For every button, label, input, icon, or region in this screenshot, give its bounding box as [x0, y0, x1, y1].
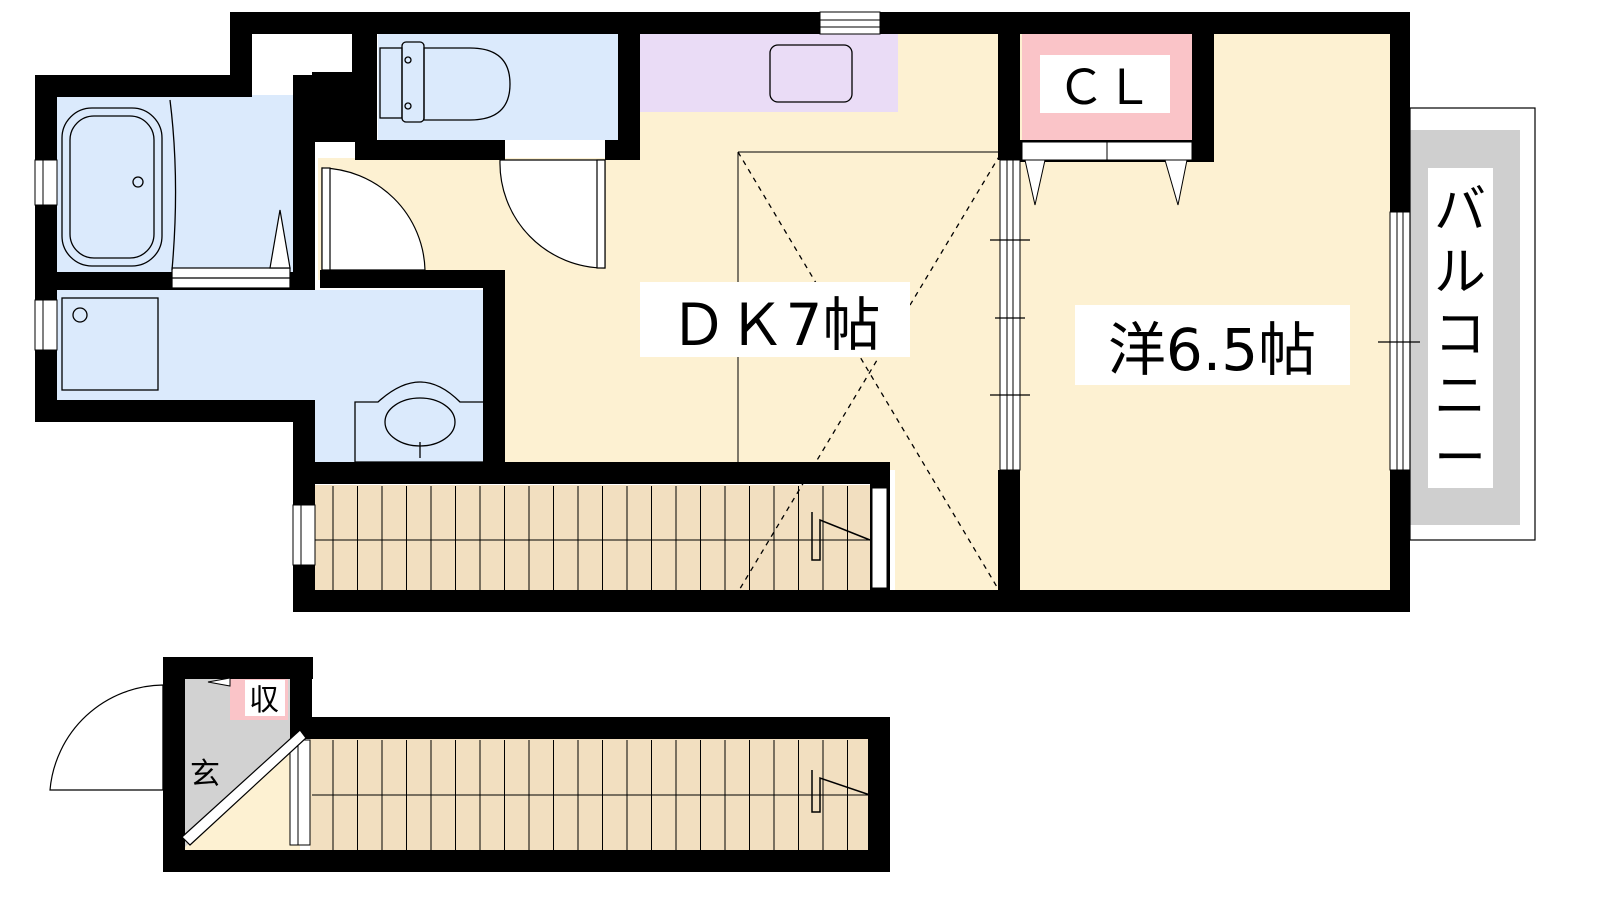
svg-text:ー: ー	[1434, 429, 1486, 489]
storage-label-bg	[245, 680, 285, 716]
western-label-bg	[1075, 305, 1350, 385]
toilet-floor	[378, 32, 628, 140]
hall-closet-void	[252, 34, 352, 72]
entrance-door-swing	[49, 684, 164, 791]
open-ceiling-diagonals	[737, 151, 1001, 593]
sink-icon	[769, 44, 853, 103]
svg-text:ル: ル	[1434, 243, 1486, 303]
kitchen-counter	[638, 32, 898, 112]
entrance-threshold	[181, 729, 307, 846]
washroom-floor-ext	[310, 400, 500, 470]
dk-label-bg	[640, 282, 910, 357]
balcony-label-bg	[1428, 168, 1493, 488]
doors	[49, 159, 606, 846]
storage-label: 収	[249, 683, 279, 718]
svg-text:コ: コ	[1434, 305, 1486, 365]
washing-machine-pan-icon	[61, 297, 159, 391]
window-ticks	[990, 239, 1420, 396]
closet-label-bg	[1040, 55, 1170, 113]
closet-doors	[1021, 141, 1193, 206]
balcony-label: バ ル コ ニ ー	[1434, 181, 1486, 489]
washbasin-icon	[354, 381, 486, 463]
dk-room-label: ＤＫ7帖	[670, 291, 881, 359]
storage-shelf-marker	[207, 677, 231, 687]
svg-text:バ: バ	[1434, 181, 1486, 241]
windows	[34, 11, 1411, 846]
balcony-rail	[1409, 107, 1536, 541]
stair-arrow-icon	[811, 512, 871, 561]
lower-stairs-floor	[310, 738, 870, 850]
upper-stair-treads	[332, 486, 848, 592]
western-room-label: 洋6.5帖	[1108, 316, 1316, 384]
washroom-door-swing	[321, 167, 426, 271]
toilet-icon	[379, 41, 511, 123]
svg-text:ニ: ニ	[1434, 367, 1486, 427]
stair-arrow-icon	[811, 770, 871, 813]
closet-label: ＣＬ	[1057, 60, 1153, 116]
washroom-floor	[50, 290, 500, 410]
walls	[35, 12, 1410, 872]
entrance-label: 玄	[190, 757, 220, 792]
bathtub-icon	[61, 99, 177, 271]
